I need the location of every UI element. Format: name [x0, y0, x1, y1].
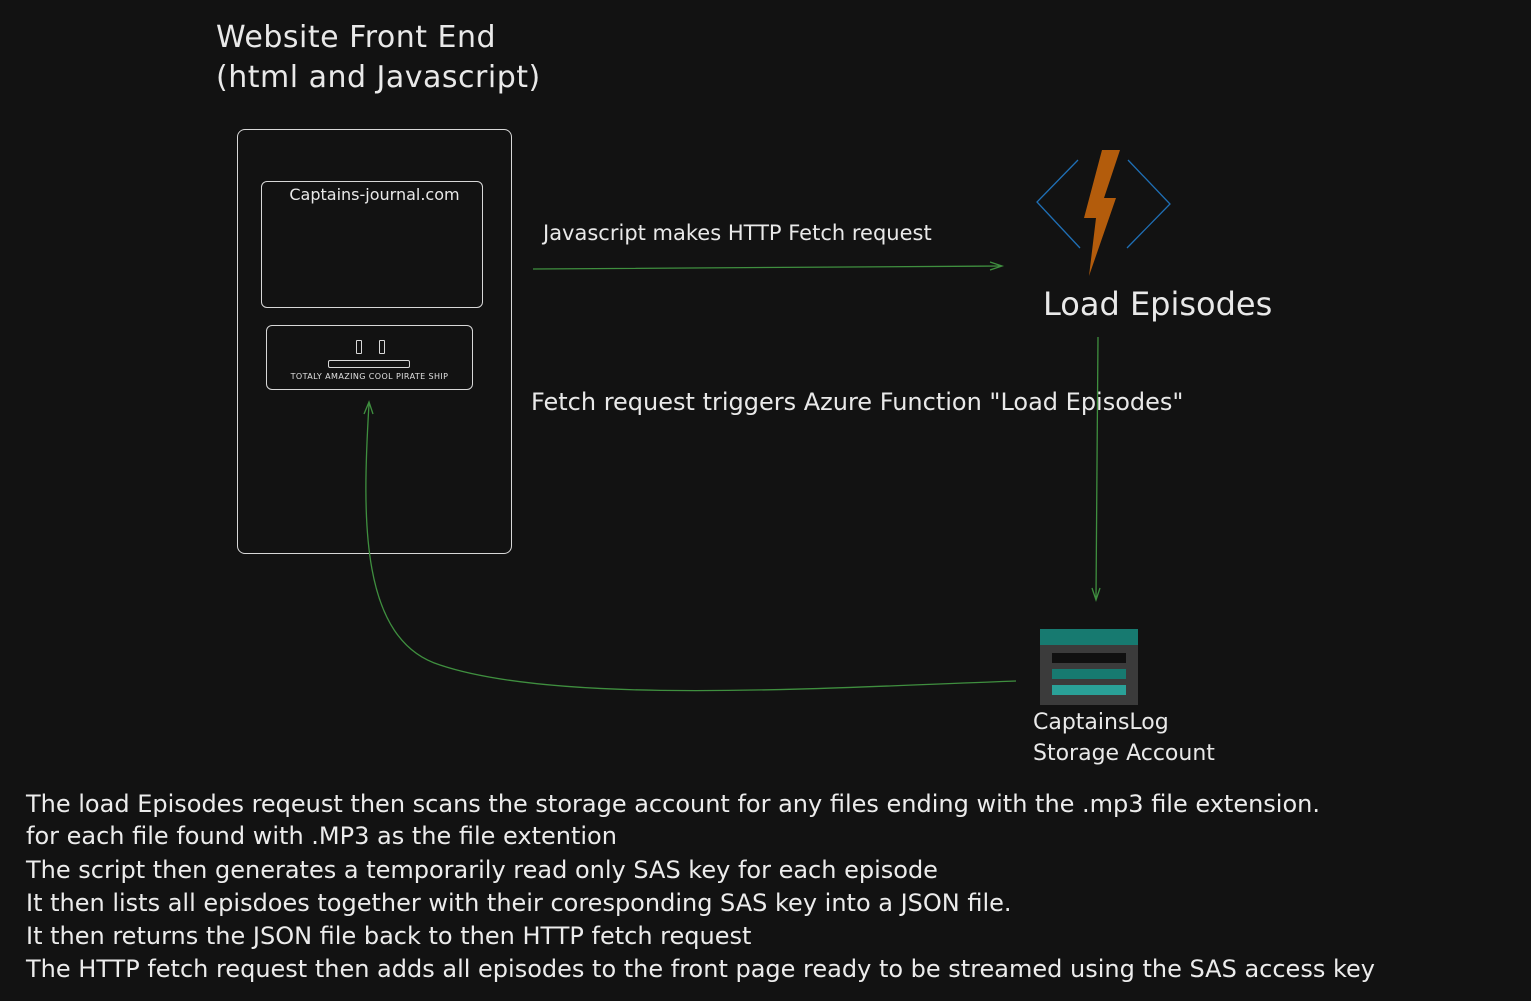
- frontend-subtitle: (html and Javascript): [216, 60, 541, 95]
- frontend-title: Website Front End: [216, 20, 497, 55]
- phone-screen: [261, 181, 483, 308]
- description-line: The HTTP fetch request then adds all epi…: [26, 955, 1375, 983]
- site-url-label: Captains-journal.com: [289, 185, 460, 204]
- pause-icon-right-bar: [379, 340, 385, 354]
- pause-icon-left-bar: [356, 340, 362, 354]
- description-line: It then lists all episdoes together with…: [26, 889, 1012, 917]
- audio-player: [266, 325, 473, 390]
- storage-type-label: Storage Account: [1033, 741, 1215, 766]
- storage-account-icon: [1040, 629, 1138, 705]
- site-label-row: Captains-journal.com: [0, 147, 740, 242]
- request-arrow: [532, 261, 1005, 271]
- response-arrow: [363, 400, 1017, 692]
- function-label: Load Episodes: [1043, 285, 1273, 323]
- description-line: The script then generates a temporarily …: [26, 856, 938, 884]
- trigger-label: Fetch request triggers Azure Function "L…: [531, 388, 1184, 416]
- phone-frame: [237, 129, 512, 554]
- player-caption: TOTALY AMAZING COOL PIRATE SHIP: [290, 372, 449, 381]
- azure-function-icon: [1036, 150, 1171, 276]
- function-to-storage-arrow: [1091, 336, 1101, 603]
- storage-name-label: CaptainsLog: [1033, 710, 1169, 735]
- progress-bar: [328, 360, 410, 368]
- description-line: The load Episodes reqeust then scans the…: [26, 790, 1320, 818]
- description-line: for each file found with .MP3 as the fil…: [26, 822, 617, 850]
- description-line: It then returns the JSON file back to th…: [26, 922, 752, 950]
- request-arrow-label: Javascript makes HTTP Fetch request: [543, 221, 932, 245]
